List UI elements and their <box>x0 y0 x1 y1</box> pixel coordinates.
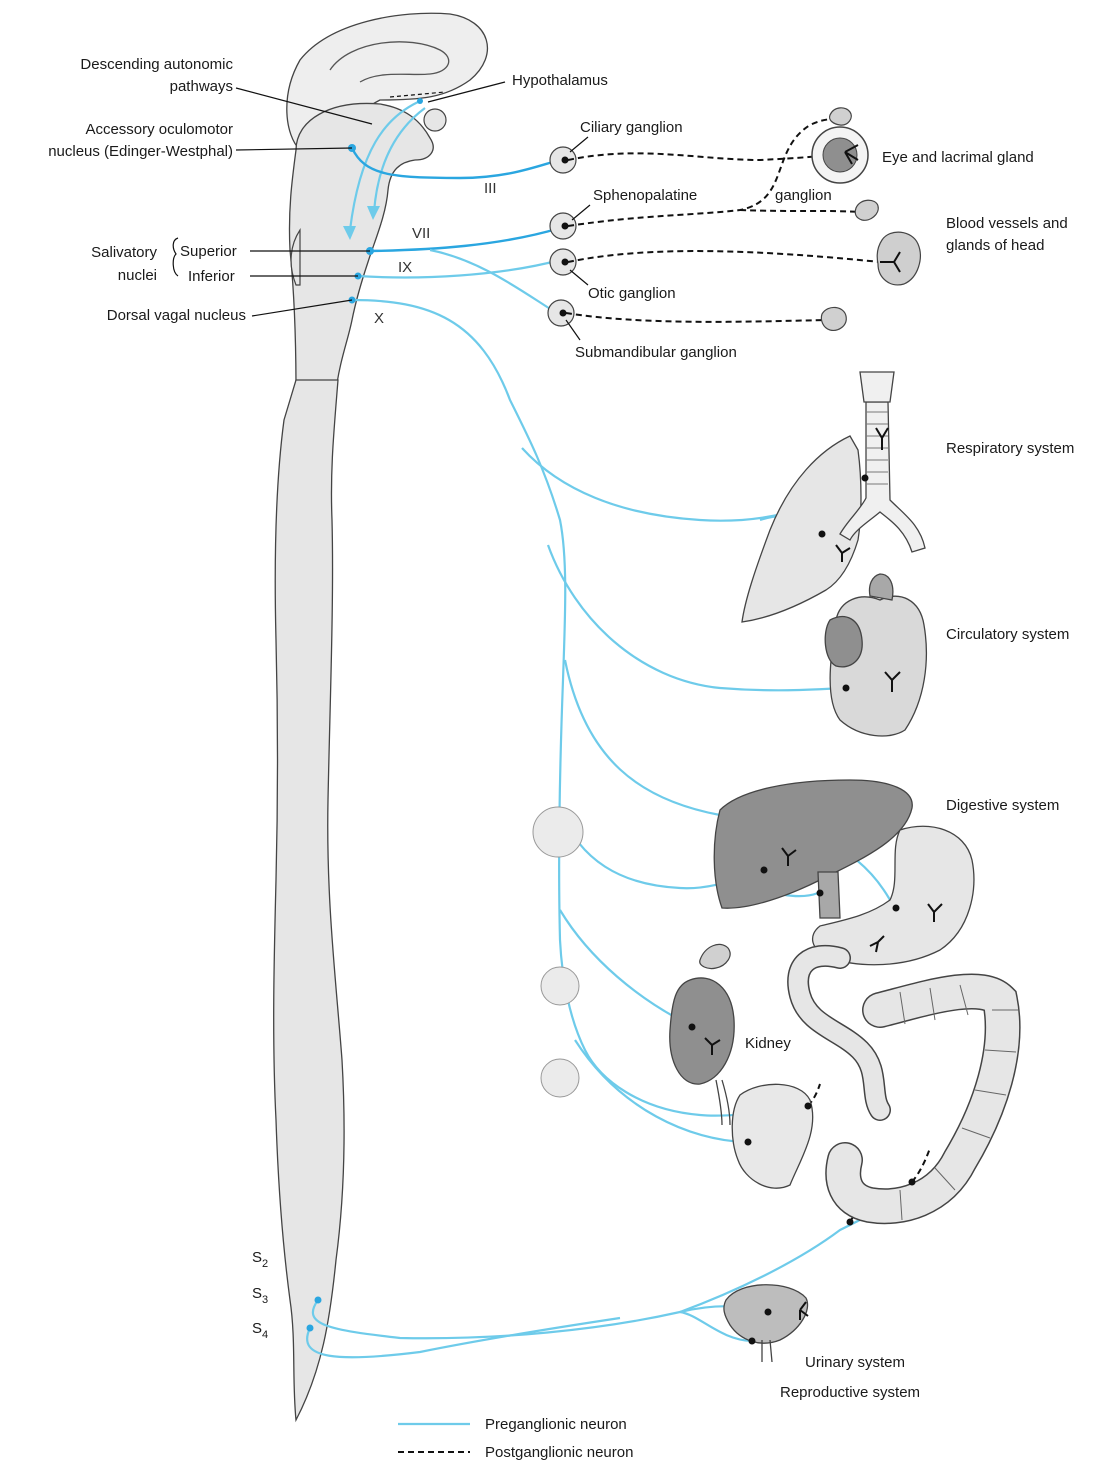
label-urinary: Urinary system <box>805 1354 905 1371</box>
head-vessel-gland-2 <box>877 232 920 285</box>
label-digestive: Digestive system <box>946 797 1059 814</box>
label-blood-vessels-1: Blood vessels and <box>946 215 1068 232</box>
head-vessel-gland-1 <box>855 200 878 220</box>
spinal-cord <box>274 380 344 1420</box>
vagus-to-kidney <box>560 910 688 1024</box>
label-salivatory-2: nuclei <box>118 267 157 284</box>
label-salivatory-1: Salivatory <box>91 244 157 261</box>
legend: Preganglionic neuron Postganglionic neur… <box>398 1416 633 1461</box>
cranial-ganglia <box>548 147 576 326</box>
hypothalamus-neuron <box>417 98 423 104</box>
central-nervous-system <box>274 13 488 1420</box>
nerve-vii-branch <box>430 250 555 312</box>
ganglia-placeholders <box>533 807 583 1097</box>
label-blood-vessels-2: glands of head <box>946 237 1044 254</box>
post-otic <box>568 251 880 262</box>
label-nerve-ix: IX <box>398 259 412 276</box>
label-submandibular: Submandibular ganglion <box>575 344 737 361</box>
kidney <box>670 978 734 1084</box>
label-accessory-oculomotor-1: Accessory oculomotor <box>85 121 233 138</box>
superior-mesenteric-ganglion <box>541 967 579 1005</box>
head-targets <box>812 108 920 331</box>
submandibular-gland <box>821 307 846 330</box>
label-s3: S3 <box>252 1285 268 1306</box>
post-submandibular <box>566 313 825 322</box>
circulatory-organs <box>825 574 926 736</box>
duodenum <box>732 1084 812 1188</box>
label-nerve-iii: III <box>484 180 497 197</box>
adrenal-gland <box>700 944 730 968</box>
legend-postganglionic-label: Postganglionic neuron <box>485 1444 633 1461</box>
label-superior: Superior <box>180 243 237 260</box>
heart-atrium <box>825 617 862 667</box>
label-inferior: Inferior <box>188 268 235 285</box>
post-sphenopalatine-vessel <box>740 210 860 212</box>
label-circulatory: Circulatory system <box>946 626 1069 643</box>
label-eye: Eye and lacrimal gland <box>882 149 1034 166</box>
digestive-organs <box>714 780 1018 1226</box>
label-ganglion: ganglion <box>775 187 832 204</box>
label-accessory-oculomotor-2: nucleus (Edinger-Westphal) <box>48 143 233 160</box>
larynx <box>860 372 894 402</box>
celiac-ganglion <box>533 807 583 857</box>
s4-dot <box>307 1325 314 1332</box>
eye-iris <box>823 138 857 172</box>
label-nerve-x: X <box>374 310 384 327</box>
label-dorsal-vagal: Dorsal vagal nucleus <box>107 307 246 324</box>
label-otic-ganglion: Otic ganglion <box>588 285 676 302</box>
label-ciliary-ganglion: Ciliary ganglion <box>580 119 683 136</box>
renal-organs <box>670 944 734 1125</box>
inferior-mesenteric-ganglion <box>541 1059 579 1097</box>
label-reproductive: Reproductive system <box>780 1384 920 1401</box>
label-hypothalamus: Hypothalamus <box>512 72 608 89</box>
label-respiratory: Respiratory system <box>946 440 1074 457</box>
pelvic-organs <box>724 1285 808 1362</box>
label-nerve-vii: VII <box>412 225 430 242</box>
aorta <box>869 574 892 600</box>
brainstem <box>289 103 433 390</box>
lacrimal-gland <box>830 108 852 125</box>
label-descending-pathways-1: Descending autonomic <box>80 56 233 73</box>
label-sphenopalatine: Sphenopalatine <box>593 187 697 204</box>
nerve-vii-fiber <box>370 228 560 251</box>
respiratory-organs <box>742 372 925 622</box>
label-s4: S4 <box>252 1320 268 1341</box>
label-s2: S2 <box>252 1249 268 1270</box>
s3-dot <box>315 1297 322 1304</box>
label-kidney: Kidney <box>745 1035 791 1052</box>
pineal-body <box>424 109 446 131</box>
post-ciliary <box>568 152 845 160</box>
label-descending-pathways-2: pathways <box>170 78 233 95</box>
small-intestine-fill <box>798 956 880 1110</box>
nerve-ix-fiber <box>358 260 560 277</box>
legend-preganglionic-label: Preganglionic neuron <box>485 1416 627 1433</box>
ureter <box>716 1080 730 1125</box>
